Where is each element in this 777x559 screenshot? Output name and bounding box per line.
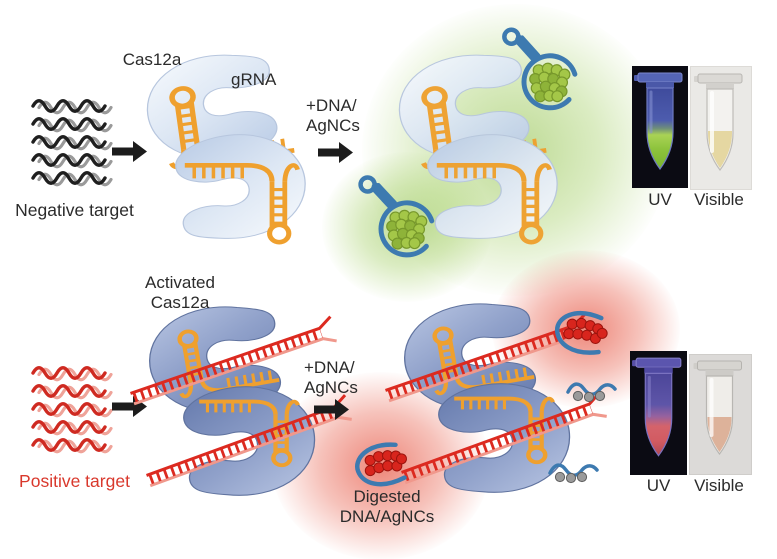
visible-photo-negative — [690, 66, 752, 190]
grna-label: gRNA — [231, 70, 277, 89]
digested-dna-agncs-label: Digested DNA/AgNCs — [317, 487, 457, 527]
add-dna-agncs-line2: AgNCs — [306, 116, 360, 135]
uv-label-top: UV — [648, 190, 672, 209]
activated-cas12a-label: Activated Cas12a — [132, 273, 228, 313]
activated-line1: Activated — [145, 273, 215, 292]
microcentrifuge-tube-visible-yellow — [694, 73, 743, 172]
add-dna-agncs-line1: +DNA/ — [304, 358, 355, 377]
digested-line1: Digested — [353, 487, 421, 506]
visible-label-top: Visible — [694, 190, 744, 209]
add-dna-agncs-label-bottom: +DNA/ AgNCs — [304, 358, 358, 398]
arrow-icon-negative-2 — [318, 142, 353, 163]
cas12a-complex-inactive — [142, 50, 310, 244]
negative-target-helices — [31, 99, 113, 187]
positive-target-helices — [31, 366, 113, 454]
microcentrifuge-tube-visible-orange — [693, 360, 742, 456]
activated-cas12a-complex — [128, 303, 354, 499]
microcentrifuge-tube-uv-green — [634, 72, 683, 171]
digested-line2: DNA/AgNCs — [339, 507, 435, 526]
arrow-icon-positive-1 — [112, 396, 147, 417]
uv-photo-negative — [632, 66, 688, 188]
cas12a-label: Cas12a — [122, 50, 182, 69]
activated-line2: Cas12a — [150, 293, 210, 312]
uv-photo-positive — [630, 351, 687, 475]
microcentrifuge-tube-uv-red — [632, 357, 682, 457]
uv-label-bottom: UV — [646, 476, 671, 495]
released-silver-atoms-upper — [566, 382, 617, 404]
add-dna-agncs-line2: AgNCs — [304, 378, 358, 397]
dna-agnc-probe-intact-lower — [358, 177, 433, 255]
add-dna-agncs-label-top: +DNA/ AgNCs — [306, 96, 360, 136]
arrow-icon-negative-1 — [112, 141, 147, 162]
positive-target-label: Positive target — [19, 471, 130, 491]
add-dna-agncs-line1: +DNA/ — [306, 96, 357, 115]
digested-dna-agnc-lower — [354, 441, 411, 489]
visible-label-bottom: Visible — [694, 476, 744, 495]
visible-photo-positive — [689, 354, 752, 475]
negative-target-label: Negative target — [15, 200, 134, 220]
